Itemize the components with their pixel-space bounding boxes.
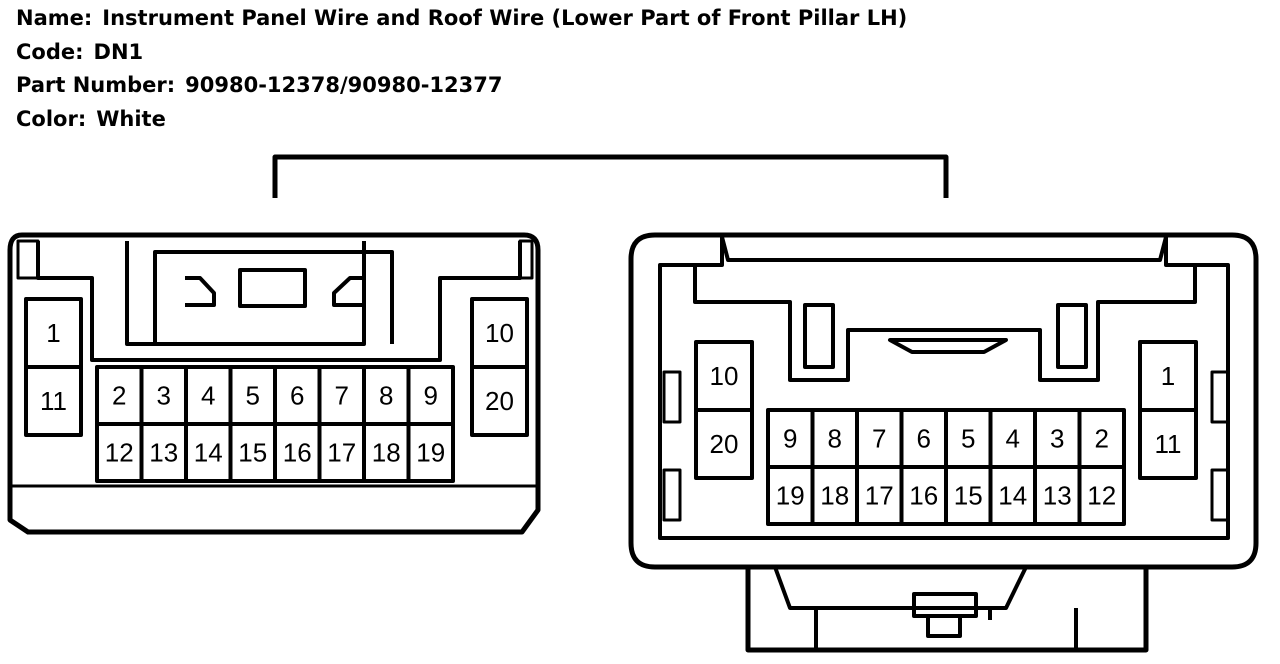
part-number-label: Part Number:: [16, 73, 176, 97]
part-number-line: Part Number: 90980-12378/90980-12377: [16, 69, 907, 103]
pin-cell: [470, 365, 529, 437]
pin-number: 10: [710, 361, 739, 391]
pin-cell: [1077, 465, 1126, 526]
pin-number: 16: [283, 438, 312, 468]
pin-number: 3: [157, 381, 171, 411]
left-connector-lock-frame: [125, 241, 366, 346]
pin-number: 15: [954, 481, 983, 511]
right-connector-slot-right: [1056, 303, 1088, 369]
pin-cell: [1138, 408, 1198, 480]
color-value: White: [96, 106, 166, 131]
left-connector-corner-notch-left: [16, 239, 40, 280]
pin-number: 5: [961, 424, 975, 454]
pin-number: 6: [917, 424, 931, 454]
pin-number: 5: [246, 381, 260, 411]
pin-number: 9: [783, 424, 797, 454]
right-connector-lock-housing: [745, 567, 1149, 653]
pin-number: 20: [485, 386, 514, 416]
pin-number: 7: [872, 424, 886, 454]
left-connector-inner-outline: [36, 241, 522, 362]
pin-number: 4: [201, 381, 215, 411]
right-connector-side-slot-left-bottom: [662, 468, 682, 522]
part-number-value: 90980-12378/90980-12377: [185, 73, 503, 97]
left-connector-lock-hook-left: [185, 276, 216, 307]
code-label: Code:: [16, 39, 84, 64]
connector-info: Name: Instrument Panel Wire and Roof Wire…: [16, 2, 907, 136]
pin-cell: [694, 408, 754, 480]
pin-cell: [406, 422, 455, 483]
mating-bracket: [272, 154, 949, 198]
code-line: Code: DN1: [16, 36, 907, 70]
pin-number: 13: [1043, 481, 1072, 511]
pin-number: 19: [416, 438, 445, 468]
pin-number: 7: [335, 381, 349, 411]
right-connector-lock-button-stem: [926, 614, 962, 638]
left-connector-lock-hook-right: [332, 276, 364, 307]
pin-number: 1: [46, 318, 60, 348]
right-connector-housing: [628, 232, 1259, 570]
pin-number: 8: [379, 381, 393, 411]
left-connector-lock-tab: [238, 268, 307, 308]
pin-number: 13: [149, 438, 178, 468]
pin-number: 4: [1006, 424, 1020, 454]
right-connector-side-slot-right-bottom: [1210, 468, 1230, 522]
pin-number: 2: [112, 381, 126, 411]
pin-number: 18: [820, 481, 849, 511]
right-connector-side-slot-left-top: [662, 370, 682, 424]
right-connector-slot-left: [803, 303, 835, 369]
color-line: Color: White: [16, 103, 907, 137]
right-connector-key-ridge: [693, 265, 1197, 382]
pin-number: 16: [909, 481, 938, 511]
pin-number: 17: [865, 481, 894, 511]
pin-number: 10: [485, 318, 514, 348]
pin-number: 20: [710, 429, 739, 459]
pin-number: 14: [194, 438, 223, 468]
left-connector-corner-notch-right: [518, 239, 534, 280]
pin-number: 8: [828, 424, 842, 454]
left-connector-housing: [7, 232, 541, 535]
code-value: DN1: [93, 39, 144, 64]
pin-number: 1: [1161, 361, 1175, 391]
pin-number: 15: [238, 438, 267, 468]
right-connector-inner-outline: [658, 235, 1230, 540]
color-label: Color:: [16, 106, 87, 131]
pin-number: 11: [40, 386, 67, 416]
name-label: Name:: [16, 6, 93, 30]
pin-number: 12: [105, 438, 134, 468]
pin-number: 3: [1050, 424, 1064, 454]
pin-number: 19: [776, 481, 805, 511]
right-connector-latch-groove: [888, 338, 1008, 354]
pin-number: 12: [1087, 481, 1116, 511]
name-value: Instrument Panel Wire and Roof Wire (Low…: [102, 6, 908, 30]
left-connector-lock-bar: [153, 250, 394, 344]
right-connector-lock-button: [912, 592, 978, 618]
pin-cell: [24, 365, 83, 437]
pin-number: 14: [998, 481, 1027, 511]
name-line: Name: Instrument Panel Wire and Roof Wire…: [16, 2, 907, 36]
pin-number: 17: [327, 438, 356, 468]
pin-number: 11: [1155, 429, 1182, 459]
pin-number: 2: [1095, 424, 1109, 454]
pin-number: 9: [424, 381, 438, 411]
right-connector-lock-lever: [773, 566, 1078, 650]
pin-number: 6: [290, 381, 304, 411]
right-connector-side-slot-right-top: [1210, 370, 1230, 424]
pin-number: 18: [372, 438, 401, 468]
